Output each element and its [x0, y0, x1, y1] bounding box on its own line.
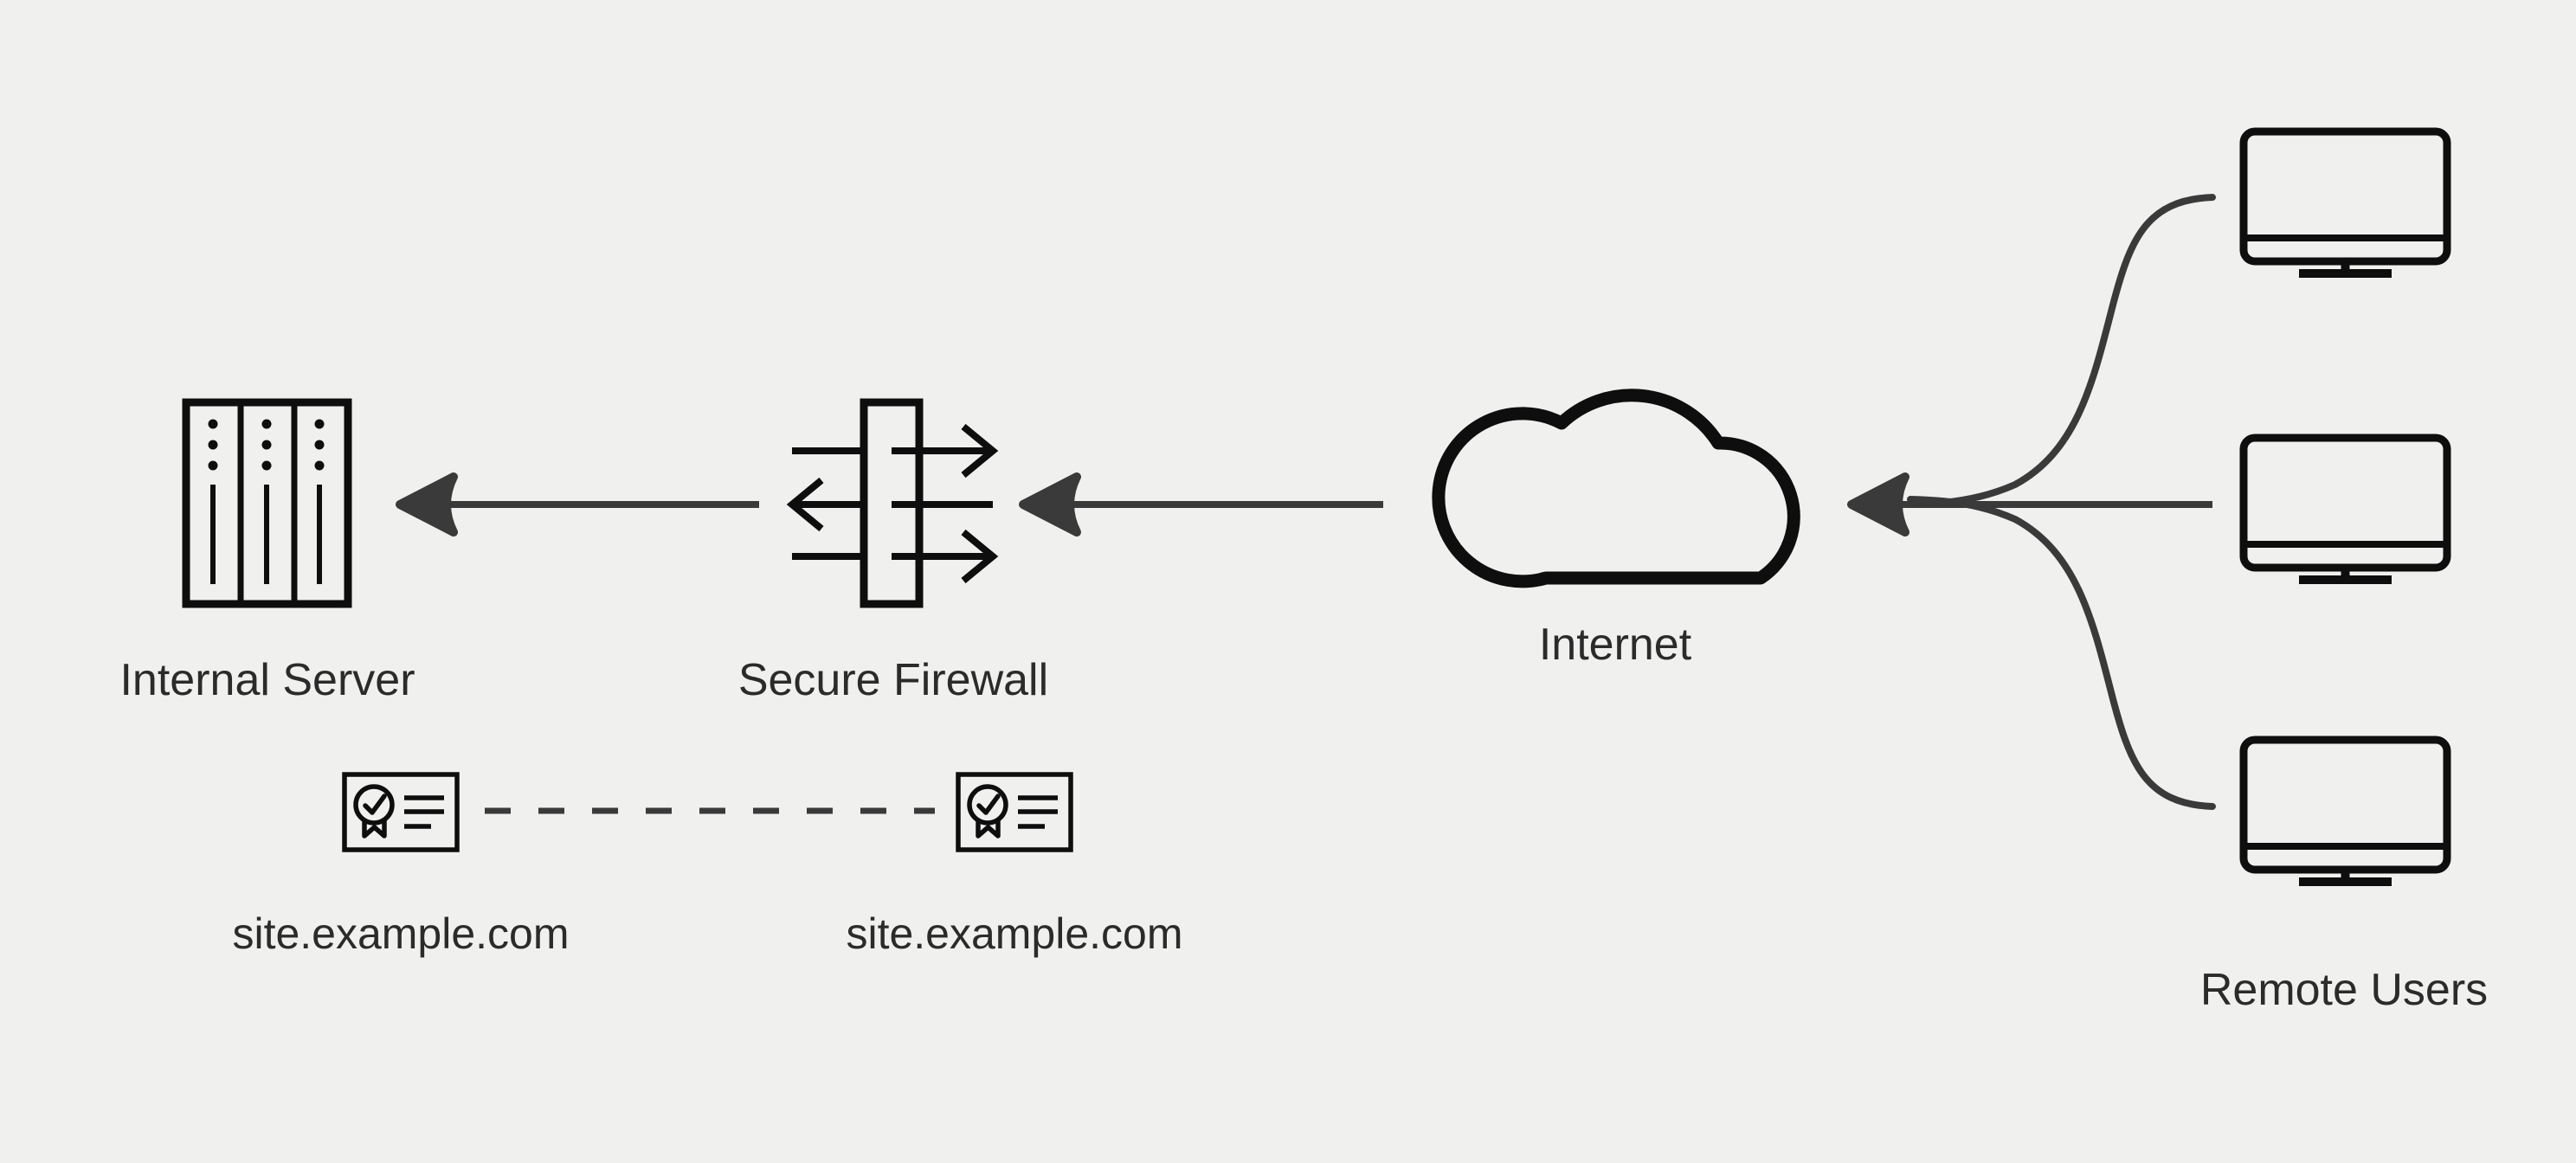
- remote-users-label: Remote Users: [2200, 965, 2488, 1015]
- arrow-internet-to-firewall: [1019, 472, 1383, 537]
- server-rack-icon: [182, 398, 352, 608]
- monitor-icon: [2244, 438, 2447, 582]
- firewall-icon: [786, 398, 999, 608]
- remote-users-group: [2244, 132, 2447, 883]
- branch-curve-top: [1907, 194, 2216, 508]
- firewall-certificate-label: site.example.com: [846, 909, 1182, 958]
- arrow-firewall-to-server: [396, 472, 759, 537]
- internet-label: Internet: [1539, 620, 1692, 670]
- certificate-icon: [958, 774, 1071, 850]
- arrowhead-left: [786, 477, 824, 532]
- arrowhead-left: [1019, 472, 1081, 537]
- arrow-users-to-internet: [1847, 194, 2216, 810]
- monitor-icon: [2244, 740, 2447, 883]
- branch-curve-bottom: [1907, 496, 2216, 810]
- server-certificate-label: site.example.com: [232, 909, 569, 958]
- monitor-icon: [2244, 132, 2447, 275]
- internal-server-label: Internal Server: [119, 655, 415, 705]
- arrowhead-left: [1847, 472, 1909, 537]
- certificate-icon: [345, 774, 457, 850]
- cloud-icon: [1432, 389, 1800, 588]
- arrowhead-left: [396, 472, 458, 537]
- secure-firewall-label: Secure Firewall: [738, 655, 1048, 705]
- arrowhead-right: [961, 423, 999, 479]
- arrowhead-right: [961, 529, 999, 584]
